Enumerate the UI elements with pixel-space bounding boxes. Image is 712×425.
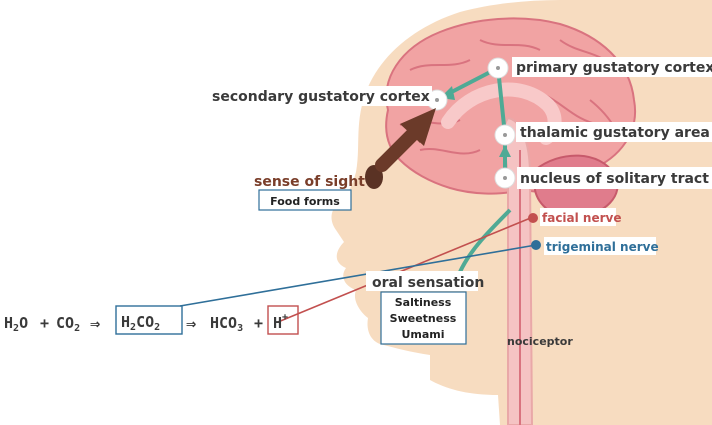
label-facial-nerve: facial nerve — [542, 211, 622, 225]
facial-nerve-line — [277, 216, 534, 323]
sight-arrowhead — [400, 108, 436, 146]
food-forms-box — [258, 189, 352, 211]
label-sense-of-sight: sense of sight — [254, 174, 365, 190]
tastes-box — [380, 291, 467, 345]
svg-text:H+: H+ — [273, 312, 288, 332]
svg-text:CO2: CO2 — [56, 314, 80, 334]
equation: H2O + CO2 ⇒ H2CO2 ⇒ HCO3 + H+ — [4, 305, 299, 335]
label-oral-sensation: oral sensation — [372, 275, 484, 291]
taste-saltiness: Saltiness — [395, 296, 452, 309]
taste-sweetness: Sweetness — [390, 312, 457, 325]
trigeminal-nerve-line — [179, 244, 537, 307]
label-secondary: secondary gustatory cortex — [212, 89, 430, 105]
brainstem — [502, 116, 534, 425]
svg-text:⇒: ⇒ — [186, 314, 196, 334]
label-nucleus: nucleus of solitary tract — [520, 171, 709, 187]
svg-text:H2CO2: H2CO2 — [121, 313, 160, 333]
hplus-box — [267, 305, 299, 335]
taste-umami: Umami — [401, 328, 444, 341]
oral-sensory-line — [458, 208, 512, 273]
svg-text:+: + — [40, 314, 49, 332]
h2co3-box — [115, 305, 183, 335]
label-food-forms: Food forms — [270, 195, 340, 208]
trigeminal-nerve-dot — [531, 240, 541, 250]
svg-text:⇒: ⇒ — [90, 314, 100, 334]
label-nociceptor: nociceptor — [507, 335, 573, 348]
pathway-arrowhead-2 — [499, 145, 511, 157]
label-primary: primary gustatory cortex — [516, 60, 712, 76]
facial-nerve-dot — [528, 213, 538, 223]
svg-text:+: + — [254, 314, 263, 332]
label-thalamic: thalamic gustatory area — [520, 125, 710, 141]
label-trigeminal-nerve: trigeminal nerve — [546, 240, 659, 254]
svg-text:HCO3: HCO3 — [210, 314, 243, 334]
svg-text:H2O: H2O — [4, 314, 28, 334]
